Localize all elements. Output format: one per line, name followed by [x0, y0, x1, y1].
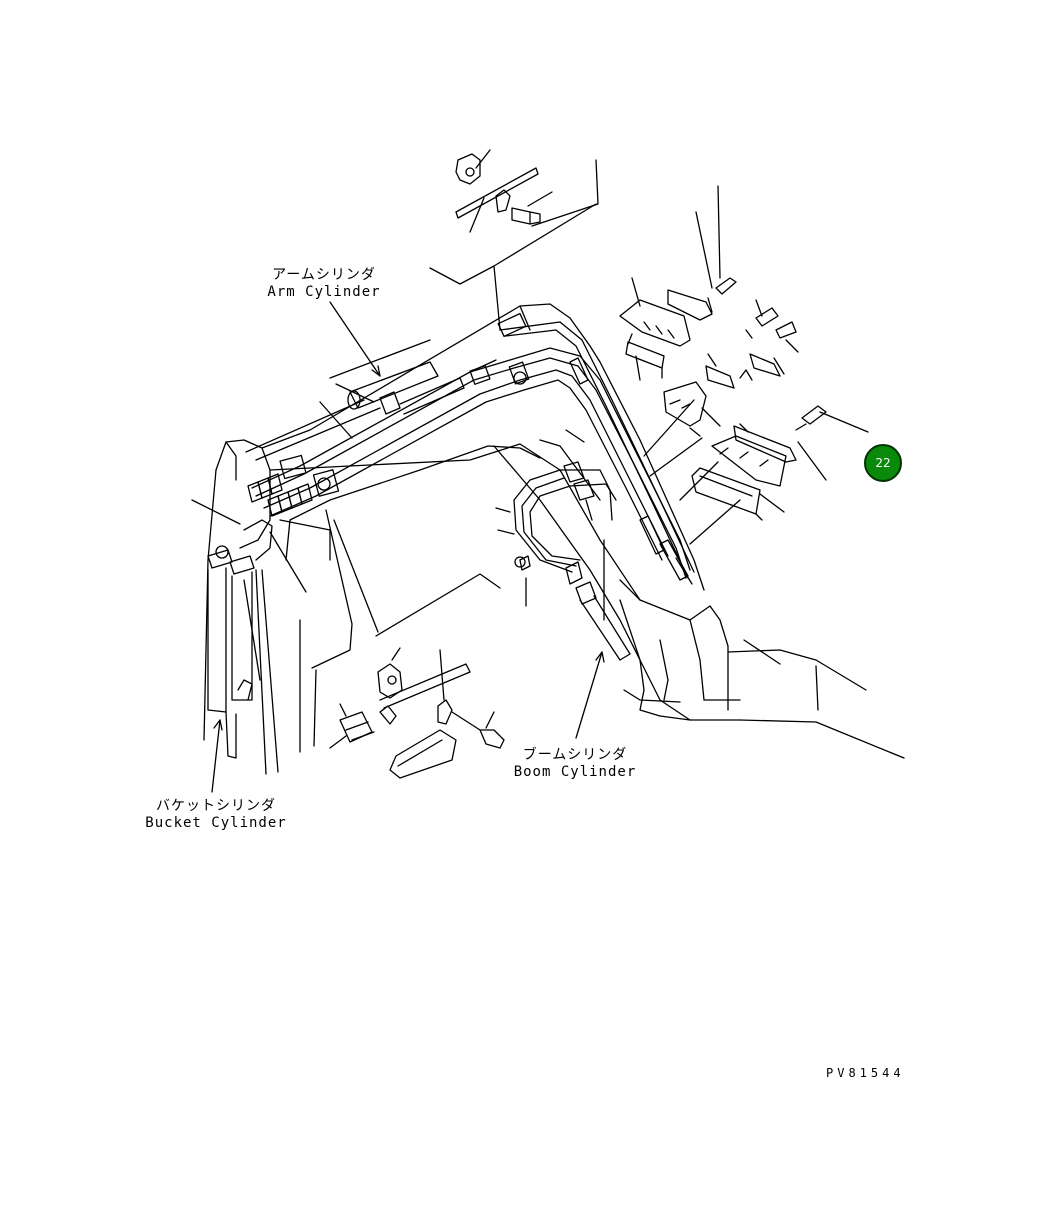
drawing-code: PV81544: [826, 1066, 905, 1080]
top-clamp-detail: [455, 149, 599, 233]
boom-structure: [285, 439, 905, 759]
boom-cylinder-label-en: Boom Cylinder: [513, 764, 637, 780]
label-leaders: [211, 301, 605, 793]
bucket-cylinder-label-ja: バケットシリンダ: [156, 798, 276, 814]
part-callout-badge[interactable]: 22: [864, 444, 902, 482]
right-clamp-details: [619, 185, 869, 545]
boom-hoses: [495, 429, 631, 661]
bucket-cylinder-label: バケットシリンダ Bucket Cylinder: [144, 798, 288, 832]
detail-leaders-top: [429, 203, 597, 331]
detail-leaders-bottom: [299, 509, 501, 753]
bottom-clamp-detail: [329, 647, 505, 779]
arm-end-fittings: [191, 454, 340, 593]
bucket-cylinder-label-en: Bucket Cylinder: [145, 815, 287, 831]
bucket-cylinder: [207, 545, 279, 775]
arm-hoses: [251, 312, 695, 585]
arm-cylinder-label: アームシリンダ Arm Cylinder: [262, 267, 386, 301]
arm-structure: [203, 303, 705, 741]
arm-cylinder-label-en: Arm Cylinder: [267, 284, 381, 300]
arm-cylinder-label-ja: アームシリンダ: [272, 267, 376, 283]
boom-cylinder-label: ブームシリンダ Boom Cylinder: [510, 747, 640, 781]
arm-cylinder: [319, 339, 465, 439]
boom-cylinder-label-ja: ブームシリンダ: [522, 747, 628, 763]
